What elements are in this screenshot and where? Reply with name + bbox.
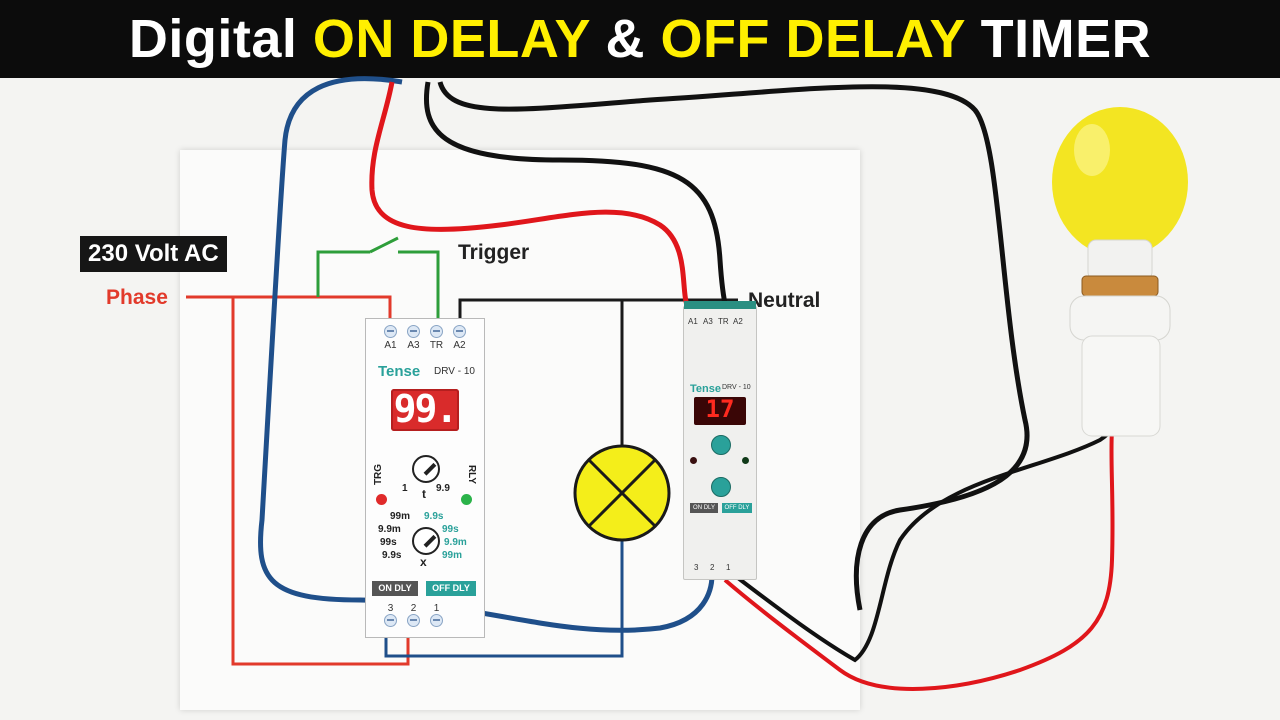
timer-terminal-2: 2 xyxy=(402,603,425,629)
timer-terminal-a3: A3 xyxy=(402,325,425,351)
range-left-2: 99s xyxy=(380,537,397,548)
real-black-wire-1 xyxy=(423,81,729,309)
on-delay-button[interactable]: ON DLY xyxy=(372,581,418,596)
timer-display: 99. xyxy=(391,387,459,431)
trigger-switch-blade xyxy=(369,236,399,254)
device-top-strip xyxy=(684,301,756,309)
voltage-label: 230 Volt AC xyxy=(80,236,227,272)
device-display: 17 xyxy=(694,395,746,425)
range-left-1: 9.9m xyxy=(378,524,401,535)
drawn-phase-drop xyxy=(231,297,410,666)
knob-t-label: t xyxy=(422,487,426,501)
screw-icon xyxy=(407,614,420,627)
real-blue-wire xyxy=(258,76,715,633)
real-black-wire-3 xyxy=(736,419,1120,663)
drawn-trigger-wire xyxy=(316,250,370,297)
bulb-globe xyxy=(1052,107,1188,257)
drawn-lamp-return xyxy=(384,540,624,658)
device-terminal-3: 3 xyxy=(694,563,699,572)
device-terminal-1: 1 xyxy=(726,563,731,572)
device-rly-led-icon xyxy=(742,457,749,464)
device-off-delay-button[interactable]: OFF DLY xyxy=(722,503,752,513)
screw-icon xyxy=(384,614,397,627)
bulb-highlight xyxy=(1074,124,1110,176)
trg-led-icon xyxy=(376,494,387,505)
rly-led-label: RLY xyxy=(466,464,478,485)
timer-terminal-1: 1 xyxy=(425,603,448,629)
range-right-3: 99m xyxy=(442,550,463,561)
drawn-neutral-wire xyxy=(458,298,738,324)
range-left-3: 9.9s xyxy=(382,550,402,561)
page-title: Digital ON DELAY & OFF DELAY TIMER xyxy=(129,8,1151,70)
neutral-label: Neutral xyxy=(748,289,821,312)
bulb-coil xyxy=(1081,275,1159,297)
title-part-3: & xyxy=(605,9,646,69)
off-delay-button[interactable]: OFF DLY xyxy=(426,581,476,596)
rly-led-icon xyxy=(461,494,472,505)
trg-led-label: TRG xyxy=(373,463,385,486)
title-part-4: OFF DELAY xyxy=(660,9,966,69)
trigger-label: Trigger xyxy=(458,241,530,264)
time-knob[interactable] xyxy=(412,455,440,483)
timer-model: DRV - 10 xyxy=(434,366,475,377)
timer-top-terminals: A1 A3 TR A2 xyxy=(379,325,471,351)
bulb-holder xyxy=(1069,295,1171,341)
title-part-1: Digital xyxy=(128,9,298,69)
timer-terminal-tr: TR xyxy=(425,325,448,351)
device-time-knob[interactable] xyxy=(711,435,731,455)
screw-icon xyxy=(430,614,443,627)
timer-display-value: 99. xyxy=(393,387,459,431)
real-timer-device: A1 A3 TR A2 Tense DRV - 10 17 ON DLY OFF… xyxy=(683,301,757,580)
screw-icon xyxy=(407,325,420,338)
lamp-cross-2 xyxy=(587,458,657,528)
title-bar: Digital ON DELAY & OFF DELAY TIMER xyxy=(0,0,1280,78)
bulb-holder-base xyxy=(1081,335,1161,437)
screw-icon xyxy=(384,325,397,338)
drawn-timer-module: A1 A3 TR A2 Tense DRV - 10 99. TRG RLY 1… xyxy=(365,318,485,638)
range-knob[interactable] xyxy=(412,527,440,555)
bulb-neck xyxy=(1087,239,1153,281)
device-terminal-2: 2 xyxy=(710,563,715,572)
screw-icon xyxy=(430,325,443,338)
real-black-wire-2 xyxy=(437,81,1030,611)
device-terminal-tr: TR xyxy=(718,317,729,326)
knob-t-max: 9.9 xyxy=(436,483,450,494)
knob-x-label: x xyxy=(420,555,427,569)
phase-label: Phase xyxy=(106,286,168,309)
timer-terminal-a1: A1 xyxy=(379,325,402,351)
device-display-value: 17 xyxy=(705,395,735,423)
timer-terminal-a2: A2 xyxy=(448,325,471,351)
screw-icon xyxy=(453,325,466,338)
device-terminal-a3: A3 xyxy=(703,317,713,326)
device-terminal-a2: A2 xyxy=(733,317,743,326)
device-on-delay-button[interactable]: ON DLY xyxy=(690,503,718,513)
timer-terminal-3: 3 xyxy=(379,603,402,629)
real-red-wire xyxy=(369,81,691,310)
device-trg-led-icon xyxy=(690,457,697,464)
device-model: DRV - 10 xyxy=(722,384,751,391)
knob-t-min: 1 xyxy=(402,483,408,494)
device-terminal-a1: A1 xyxy=(688,317,698,326)
timer-brand: Tense xyxy=(378,363,421,380)
range-left-0: 99m xyxy=(390,511,411,522)
device-brand: Tense xyxy=(690,383,721,395)
real-red-wire-2 xyxy=(723,429,1115,691)
range-right-1: 99s xyxy=(442,524,459,535)
range-right-2: 9.9m xyxy=(444,537,467,548)
title-part-5: TIMER xyxy=(980,9,1152,69)
device-range-knob[interactable] xyxy=(711,477,731,497)
drawn-phase-wire xyxy=(186,295,392,324)
timer-bottom-terminals: 3 2 1 xyxy=(379,603,448,629)
range-right-0: 9.9s xyxy=(424,511,444,522)
drawn-trigger-wire-2 xyxy=(398,250,440,324)
title-part-2: ON DELAY xyxy=(312,9,590,69)
